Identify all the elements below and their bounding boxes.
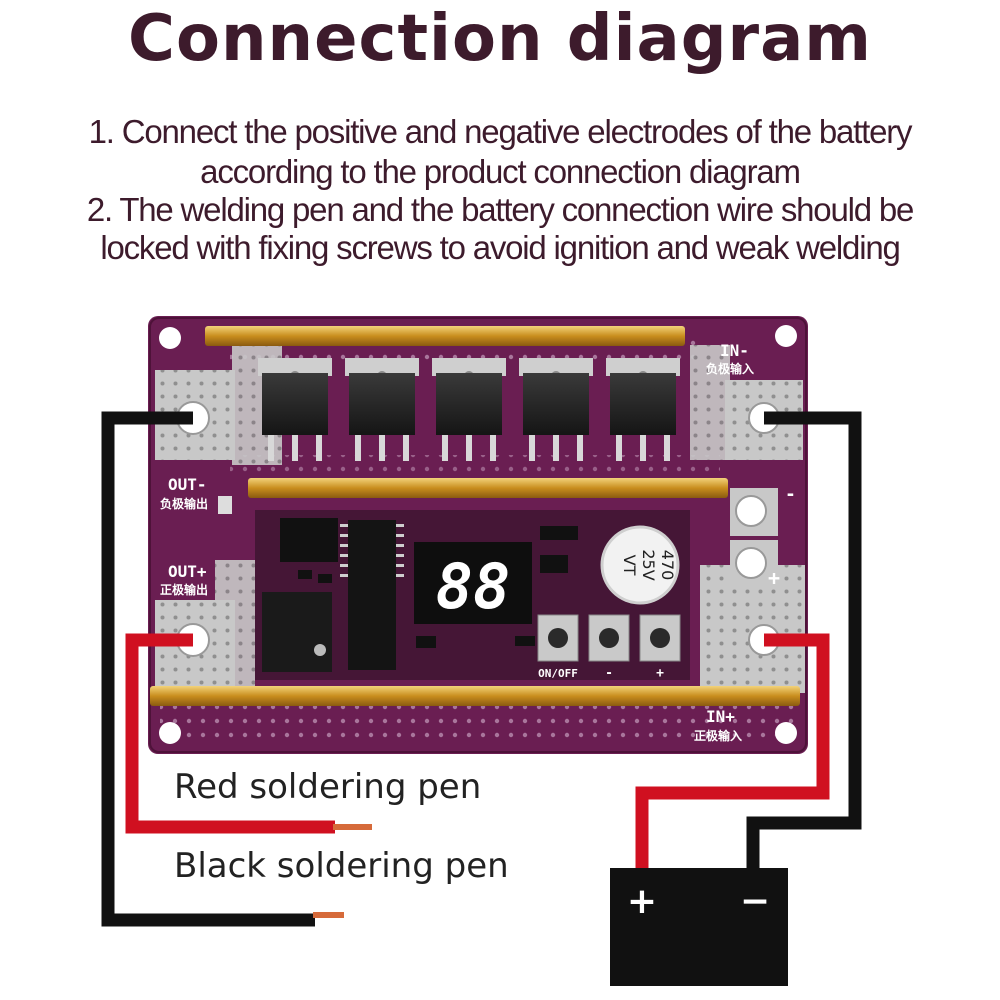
instruction-line-1: 1. Connect the positive and negative ele… [88,113,913,150]
in-neg-label: IN- [720,341,749,360]
mosfet [432,358,506,461]
mount-hole [159,722,181,744]
in-neg-cn-label: 负极输入 [706,361,754,376]
mount-hole [159,327,181,349]
black-pen-label: Black soldering pen [174,846,509,886]
battery-negative-symbol: − [740,881,770,922]
capacitor-value: 470 [658,550,677,581]
capacitor [600,525,680,605]
on-off-label: ON/OFF [538,667,578,680]
mosfet [345,358,419,461]
in-pos-label: IN+ [706,707,735,726]
battery-positive-wire [635,633,830,868]
mount-hole [775,722,797,744]
plus-button-label: + [656,666,664,681]
seven-segment-display [414,542,532,624]
page-title: Connection diagram [128,2,872,76]
copper-bar-bottom [150,686,800,706]
aux-terminal-neg [730,488,778,536]
in-pos-cn-label: 正极输入 [694,728,742,743]
red-pen-label: Red soldering pen [174,767,482,807]
out-pos-cn-label: 正极输出 [160,582,208,597]
mosfet [258,358,332,461]
aux-plus-label: + [768,566,780,590]
red-pen-wire [125,633,335,834]
battery [610,868,788,986]
button-plus[interactable] [639,614,681,662]
button-on-off[interactable] [537,614,579,662]
buzzer [262,592,332,672]
button-minus[interactable] [588,614,630,662]
copper-bar-top [205,326,685,346]
capacitor-series: VT [620,555,639,576]
mosfet-row [258,358,680,461]
aux-terminal-pos [730,540,778,588]
black-pen-wire [101,411,315,927]
copper-bar-middle [248,478,728,498]
out-neg-cn-label: 负极输出 [160,496,208,511]
mosfet [606,358,680,461]
minus-button-label: - [605,666,613,681]
battery-positive-symbol: + [627,881,657,922]
instruction-line-3: 2. The welding pen and the battery conne… [86,191,915,228]
out-pos-label: OUT+ [168,562,207,581]
instruction-line-4: locked with fixing screws to avoid ignit… [100,229,900,266]
instruction-line-2: according to the product connection diag… [200,153,801,190]
display-digits: 88 [436,550,511,623]
out-neg-label: OUT- [168,475,207,494]
ic-chip [348,520,396,670]
battery-negative-wire [746,411,862,868]
aux-minus-label: - [785,484,796,505]
mount-hole [775,325,797,347]
ic-chip [280,518,338,562]
capacitor-voltage: 25V [639,549,658,580]
mosfet [519,358,593,461]
